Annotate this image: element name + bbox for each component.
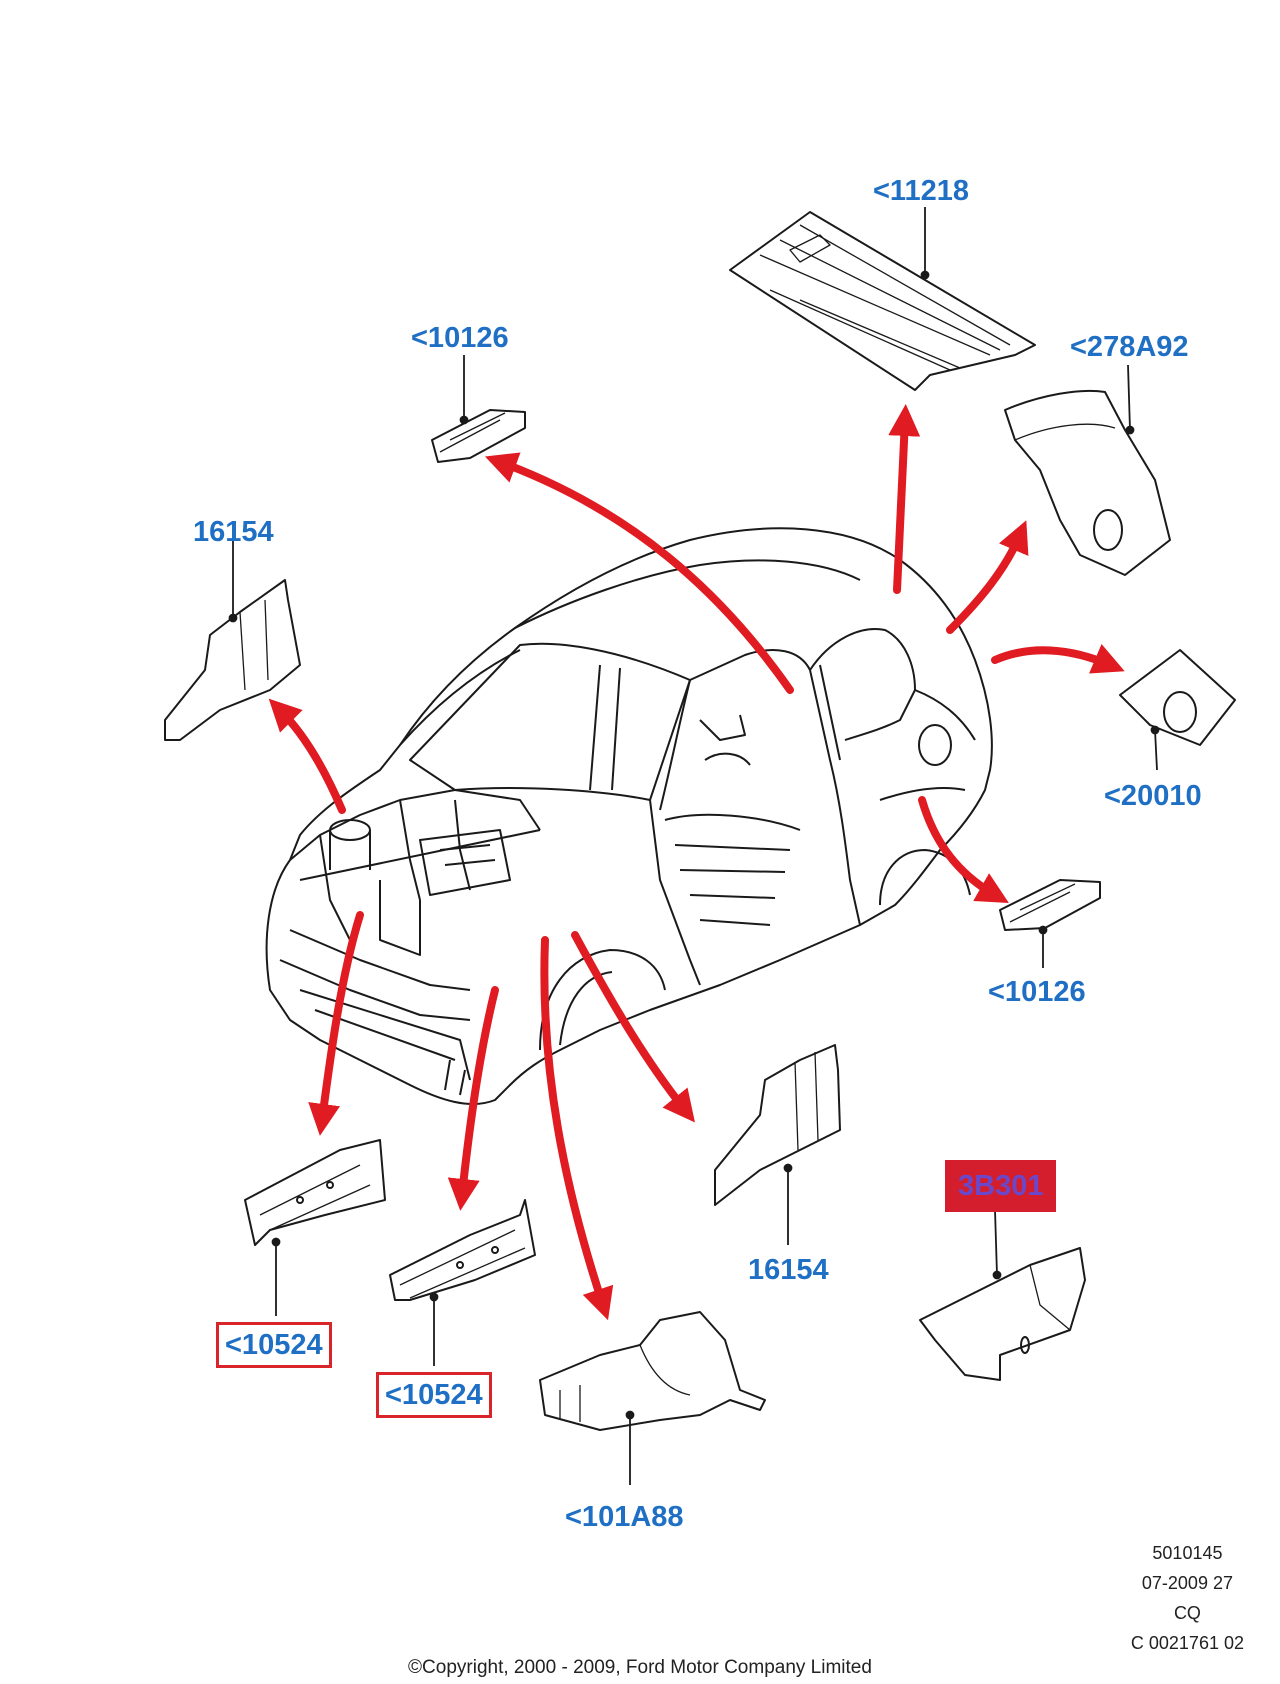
label-shield-right: 16154 [748, 1254, 829, 1286]
label-crossmember-top: <10126 [411, 322, 509, 354]
splash-shield-right [714, 1044, 841, 1206]
front-rail-left [244, 1139, 386, 1246]
rear-lamp-panel [1119, 649, 1236, 746]
reference-line-4: C 0021761 02 [1130, 1633, 1244, 1653]
arrow-to-rear-floor [888, 404, 921, 594]
arrow-to-rail-right [447, 986, 499, 1211]
splash-shield-left [164, 579, 301, 741]
arrow-to-rear-quarter [946, 520, 1029, 634]
car-body-shell [265, 527, 993, 1106]
rear-quarter-panel [1004, 389, 1171, 576]
wheelhouse-part [539, 1311, 766, 1431]
reference-block: 5010145 07-2009 27 CQ C 0021761 02 [1131, 1538, 1244, 1658]
label-rear-lamp-panel: <20010 [1104, 780, 1202, 812]
reference-line-2: 07-2009 27 [1141, 1573, 1233, 1593]
label-wheelhouse: <101A88 [565, 1501, 684, 1533]
arrow-to-shield-right [571, 931, 695, 1123]
copyright-notice: ©Copyright, 2000 - 2009, Ford Motor Comp… [408, 1657, 872, 1678]
leader-lines [228, 207, 1160, 1485]
rear-floor-panel [729, 211, 1036, 391]
arrow-to-wheelhouse [540, 936, 614, 1321]
reference-line-3: CQ [1173, 1603, 1201, 1623]
label-front-rail-right: <10524 [376, 1372, 492, 1418]
sill-member-part [999, 879, 1101, 931]
arrow-to-sill [918, 796, 1009, 903]
arrow-to-crossmember [484, 452, 794, 694]
front-rail-right [389, 1199, 536, 1301]
label-shield-left: 16154 [193, 516, 274, 548]
red-arrows [268, 404, 1125, 1321]
arrow-to-rear-lamp [991, 644, 1125, 674]
label-rear-floor: <11218 [873, 175, 969, 207]
crossmember-part [431, 409, 526, 463]
label-highlighted-part: 3B301 [945, 1160, 1057, 1212]
arrow-to-shield-left [268, 698, 346, 814]
label-sill-member: <10126 [988, 976, 1086, 1008]
highlighted-part [919, 1247, 1086, 1381]
reference-line-1: 5010145 [1152, 1543, 1223, 1563]
label-rear-quarter: <278A92 [1070, 331, 1189, 363]
arrow-to-rail-left [308, 911, 364, 1136]
label-front-rail-left: <10524 [216, 1322, 332, 1368]
